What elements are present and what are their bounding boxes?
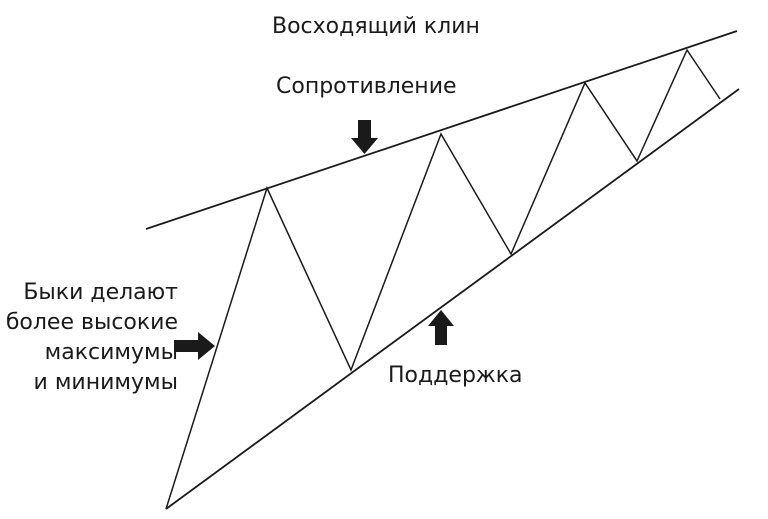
price-zigzag [165, 48, 721, 510]
arrow-right-icon [174, 332, 215, 360]
bulls-annotation: Быки делают более высокие максимумы и ми… [0, 278, 178, 398]
bulls-annotation-line-4: и минимумы [33, 370, 178, 395]
bulls-annotation-line-2: более высокие [5, 310, 178, 335]
diagram-title: Восходящий клин [272, 14, 480, 39]
support-trendline [165, 88, 740, 510]
arrow-down-icon [351, 120, 378, 154]
support-label: Поддержка [388, 363, 523, 388]
resistance-trendline [145, 30, 738, 230]
arrow-up-icon [428, 310, 454, 345]
bulls-annotation-line-3: максимумы [44, 340, 178, 365]
resistance-label: Сопротивление [276, 74, 457, 99]
bulls-annotation-line-1: Быки делают [23, 280, 178, 305]
